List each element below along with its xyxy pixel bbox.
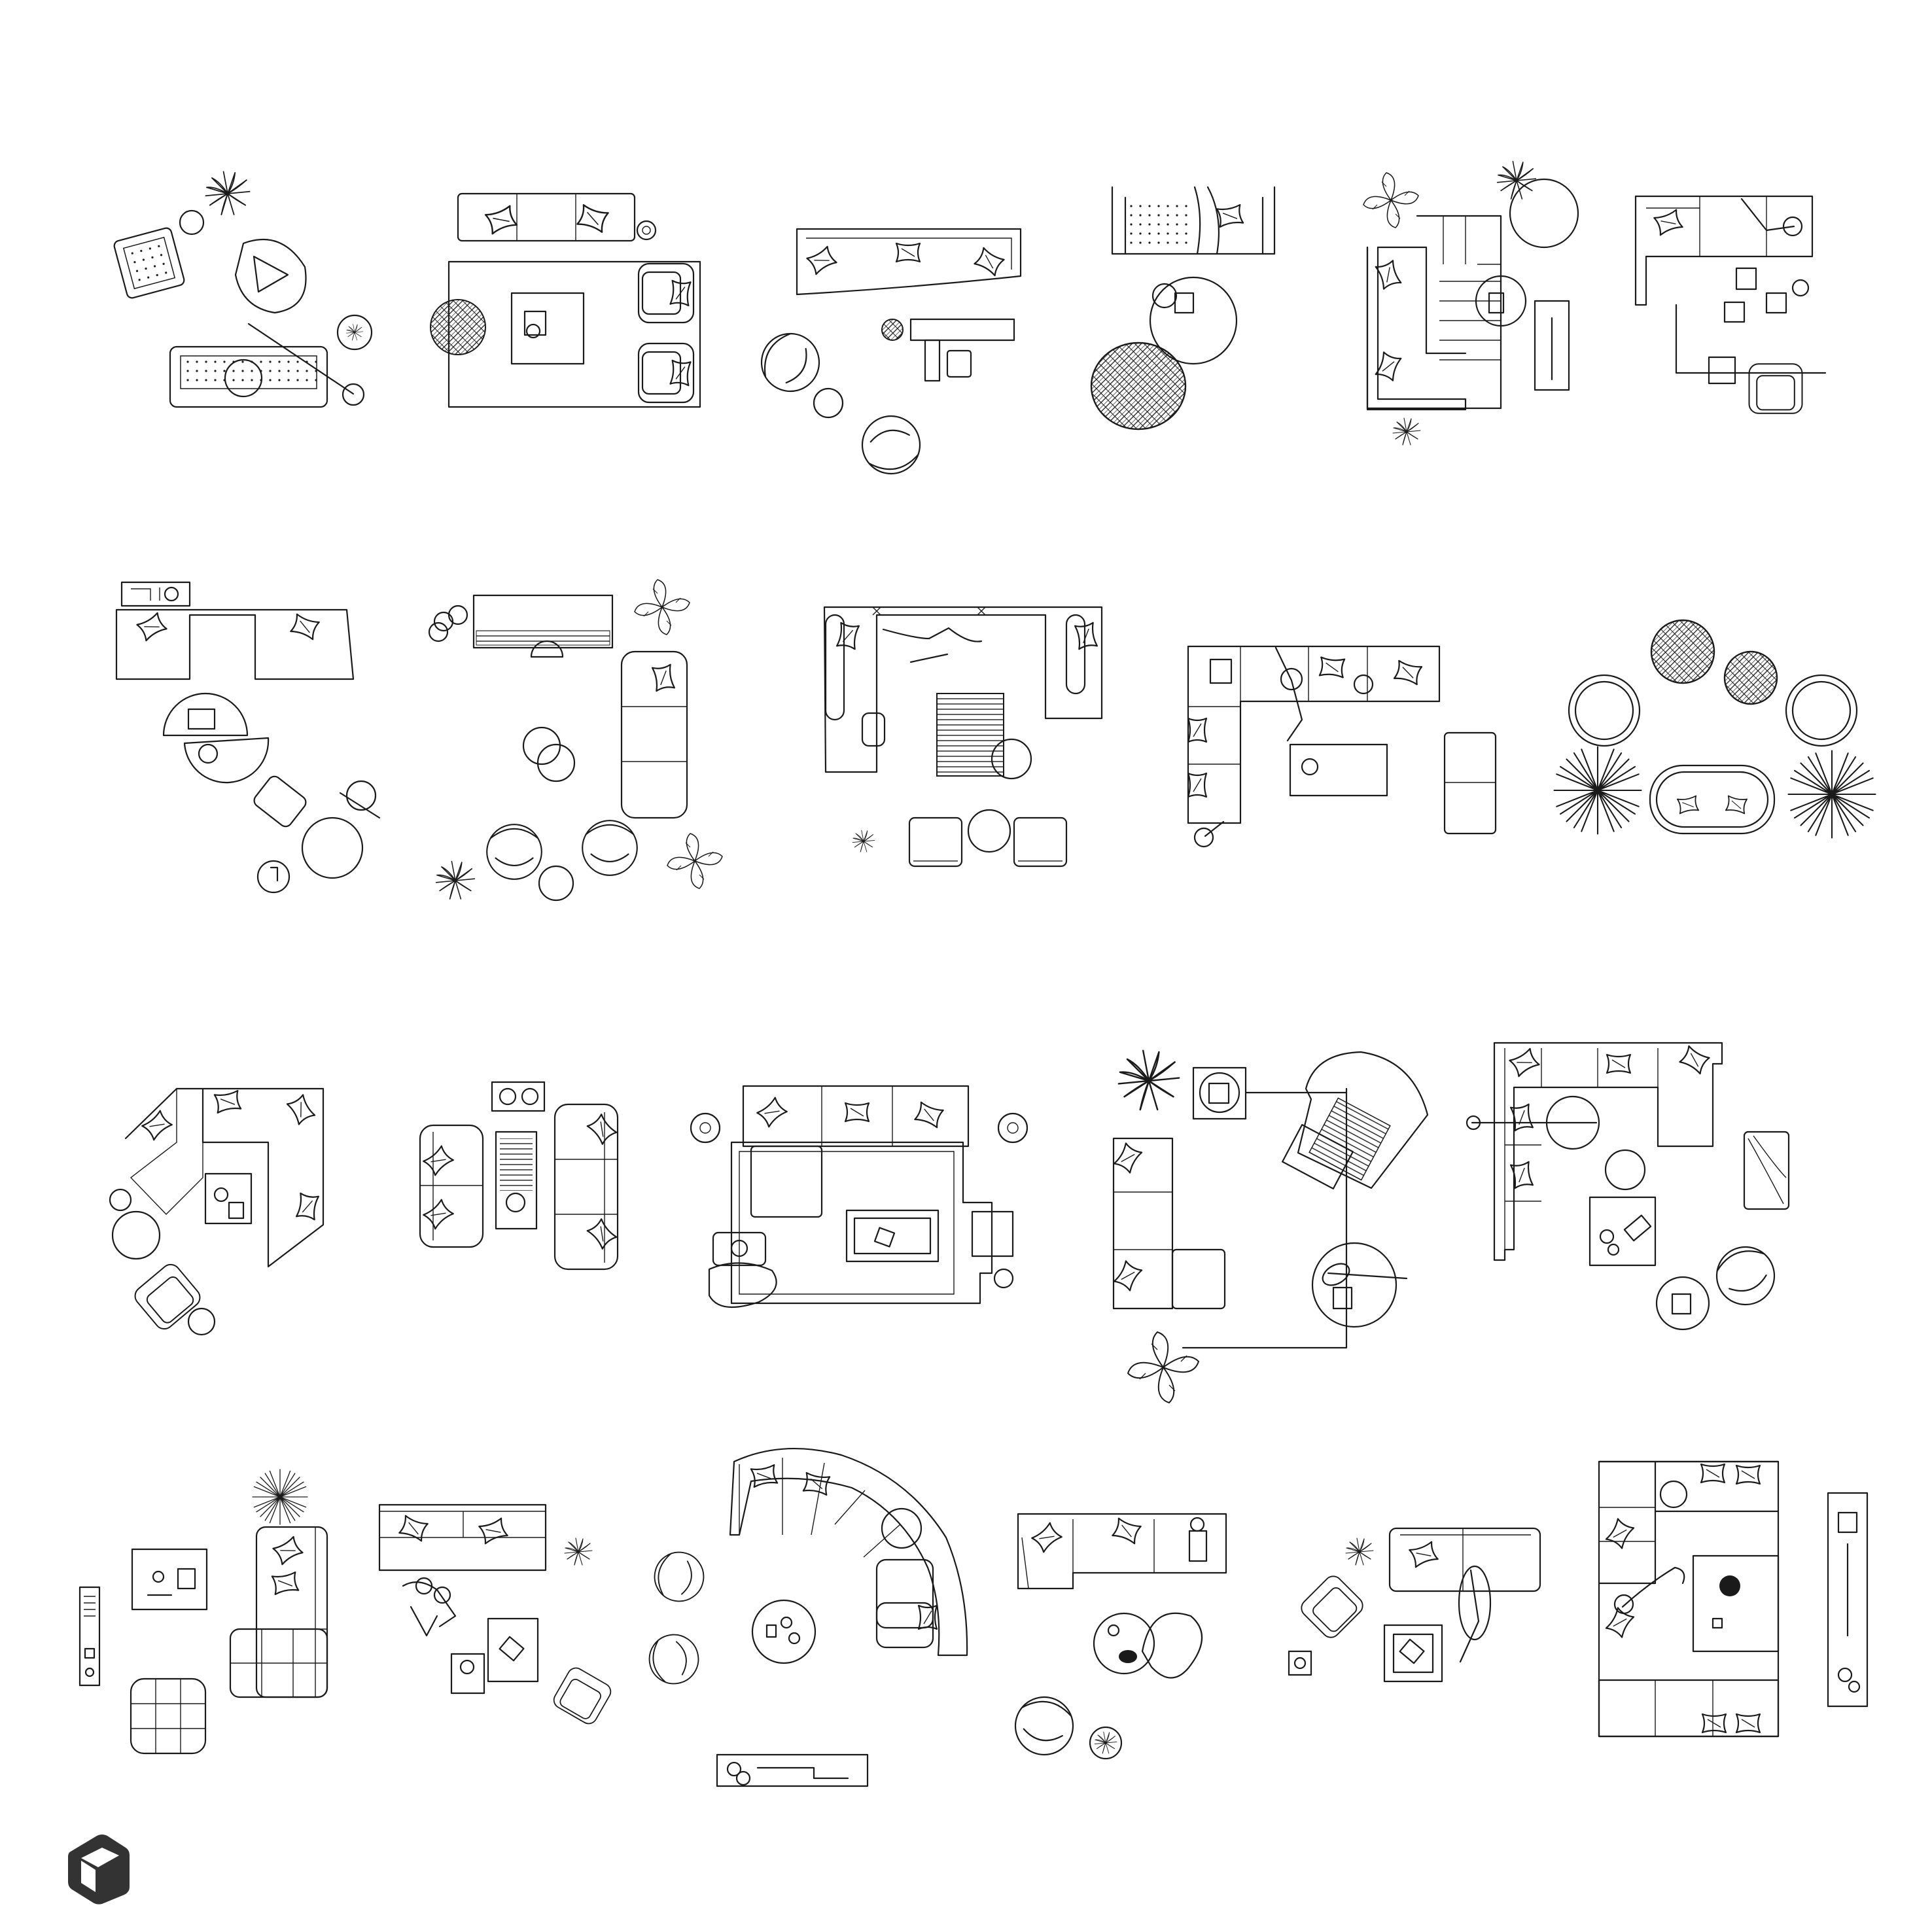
living-room-22 xyxy=(1598,1460,1869,1738)
living-room-14 xyxy=(690,1085,1028,1308)
living-room-05 xyxy=(1363,160,1579,446)
living-room-15 xyxy=(1112,1049,1429,1403)
living-room-01 xyxy=(113,171,373,408)
living-room-06 xyxy=(1634,195,1827,414)
living-room-11 xyxy=(1553,619,1876,839)
living-room-10 xyxy=(1187,645,1497,848)
living-room-13 xyxy=(419,1081,619,1271)
living-room-17 xyxy=(79,1469,328,1755)
living-room-08 xyxy=(428,579,723,902)
living-room-09 xyxy=(823,606,1103,868)
living-room-12 xyxy=(109,1087,325,1336)
living-room-21 xyxy=(1288,1527,1541,1683)
cube-logo-icon xyxy=(68,1835,130,1905)
living-room-16 xyxy=(1466,1042,1790,1331)
living-room-18 xyxy=(378,1503,614,1727)
living-room-20 xyxy=(1010,1513,1227,1761)
living-room-19 xyxy=(644,1447,968,1787)
living-room-03 xyxy=(750,228,1022,480)
living-room-04 xyxy=(1090,186,1276,430)
living-room-02 xyxy=(430,192,701,408)
living-room-07 xyxy=(115,581,381,894)
